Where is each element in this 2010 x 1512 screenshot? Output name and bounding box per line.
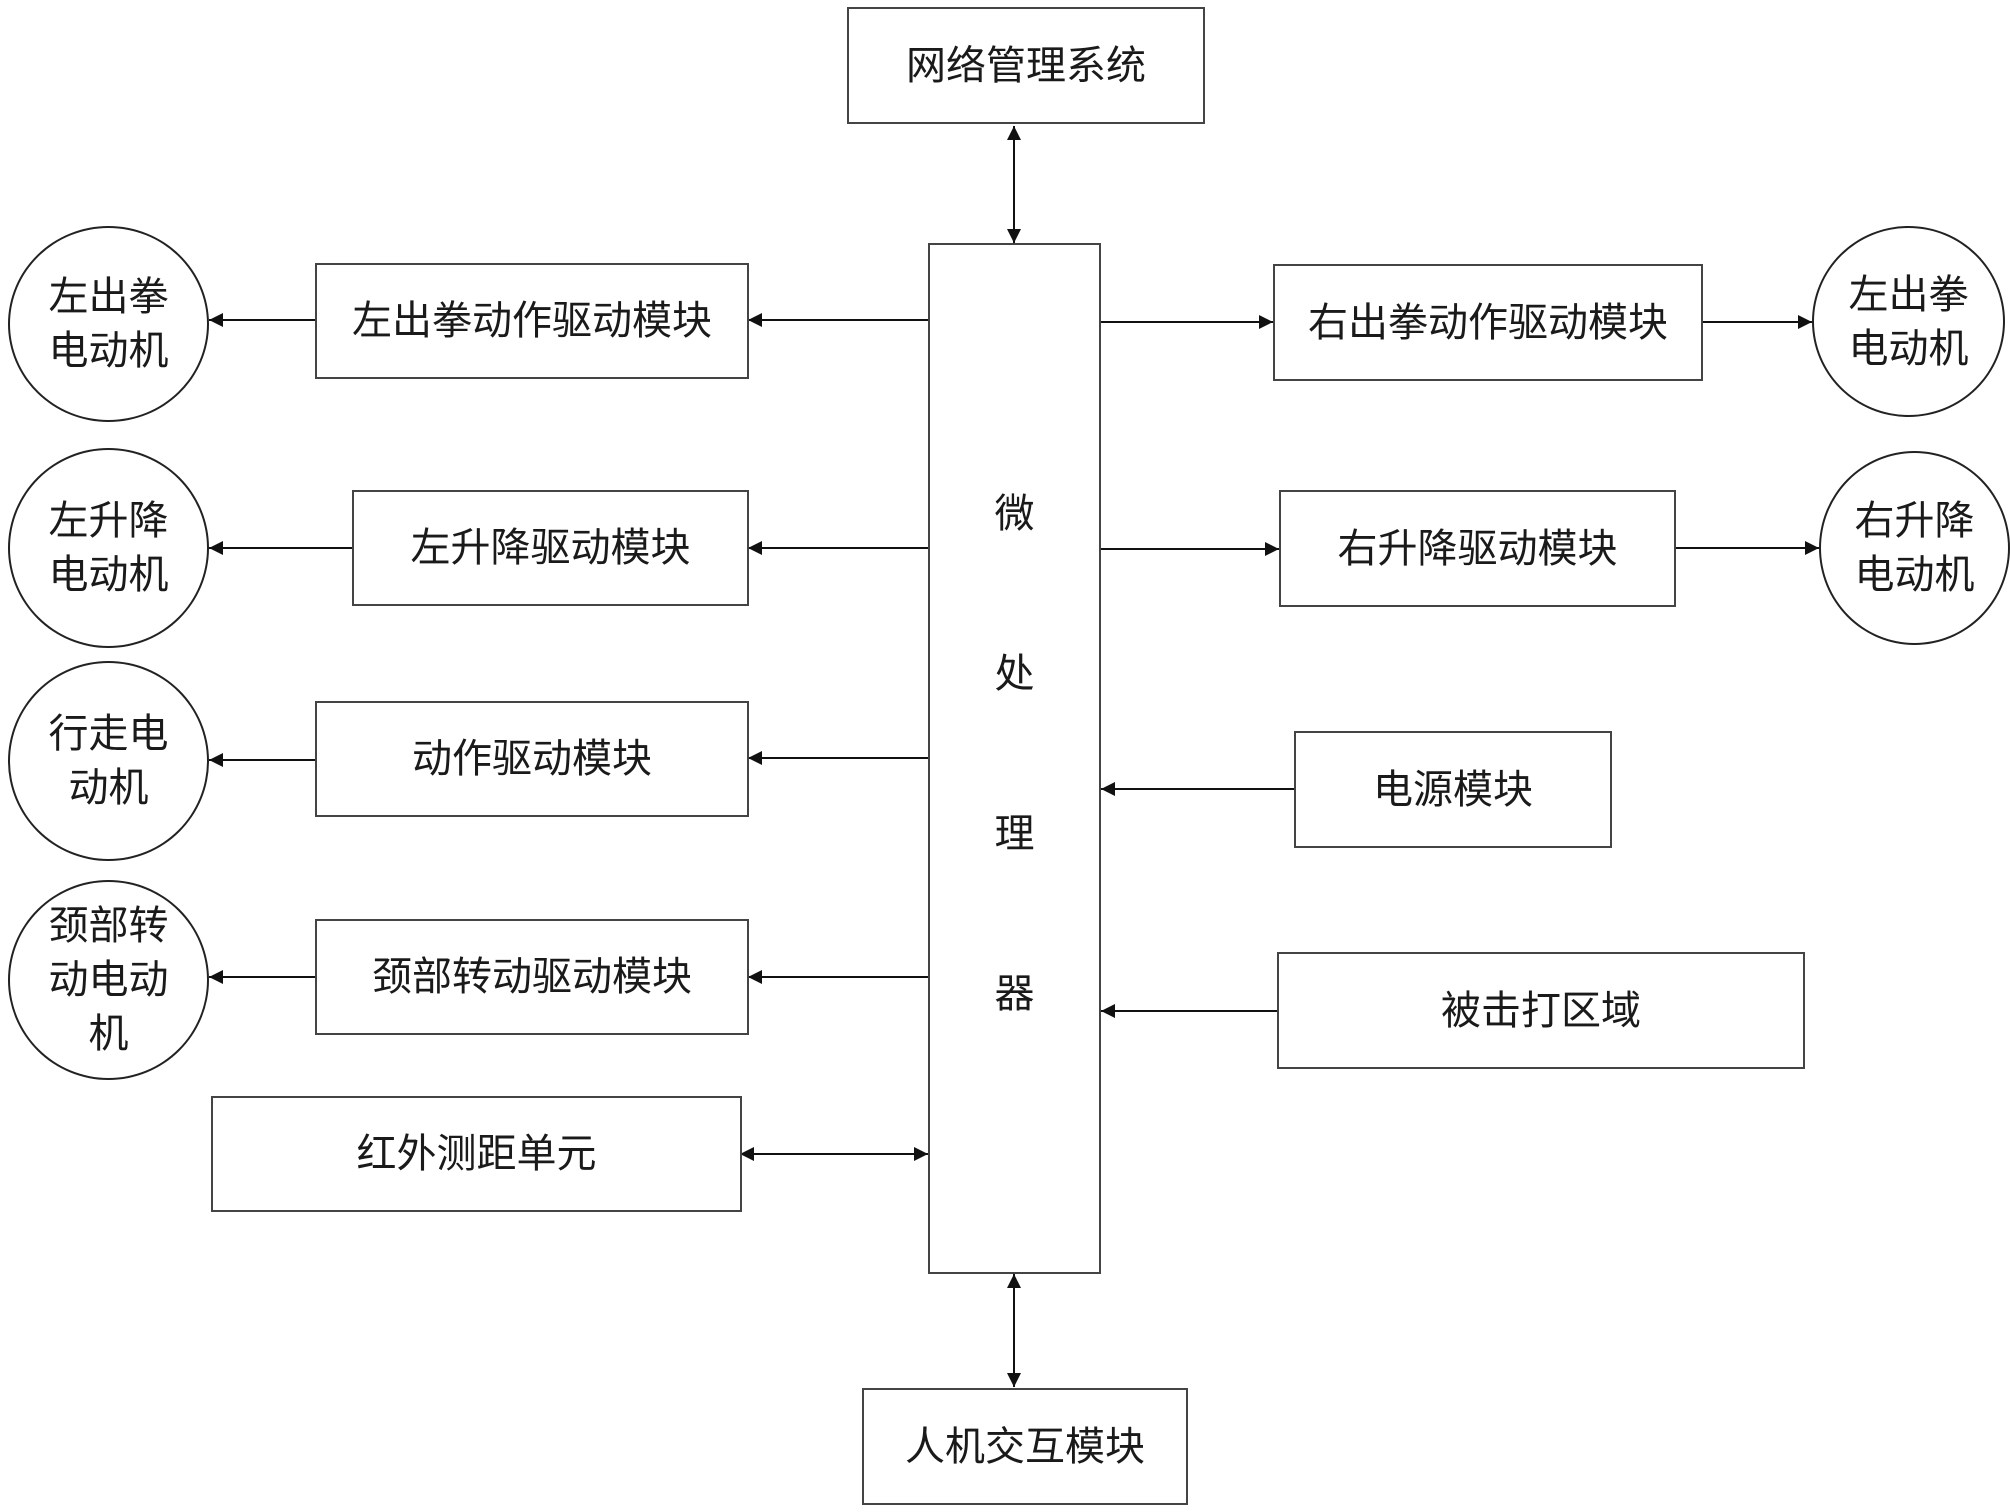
left-punch-driver-module: 左出拳动作驱动模块 bbox=[315, 263, 749, 379]
right-punch-driver-label: 右出拳动作驱动模块 bbox=[1308, 299, 1668, 346]
action-driver-module: 动作驱动模块 bbox=[315, 701, 749, 817]
microprocessor-char: 微 bbox=[994, 491, 1035, 537]
right-lift-driver-module: 右升降驱动模块 bbox=[1279, 490, 1676, 607]
left-lift-driver-label: 左升降驱动模块 bbox=[410, 525, 691, 571]
left-lift-motor-label: 左升降电动机 bbox=[48, 498, 169, 598]
neck-rotation-motor-circle: 颈部转动电动机 bbox=[8, 880, 209, 1080]
left-punch-motor-label: 左出拳电动机 bbox=[48, 274, 169, 374]
neck-rotation-driver-module: 颈部转动驱动模块 bbox=[315, 919, 749, 1035]
neck-rotation-motor-label: 颈部转动电动机 bbox=[48, 903, 169, 1057]
microprocessor-box: 微 处 理 器 bbox=[928, 243, 1101, 1274]
walking-motor-label: 行走电动机 bbox=[48, 711, 169, 811]
right-punch-motor-circle: 左出拳电动机 bbox=[1812, 226, 2005, 417]
neck-rotation-driver-label: 颈部转动驱动模块 bbox=[372, 954, 692, 1000]
right-lift-motor-circle: 右升降电动机 bbox=[1819, 451, 2010, 645]
left-lift-motor-circle: 左升降电动机 bbox=[8, 448, 209, 648]
walking-motor-circle: 行走电动机 bbox=[8, 661, 209, 861]
network-management-system-label: 网络管理系统 bbox=[906, 42, 1146, 89]
infrared-ranging-label: 红外测距单元 bbox=[356, 1131, 597, 1177]
left-punch-motor-circle: 左出拳电动机 bbox=[8, 226, 209, 422]
microprocessor-char: 理 bbox=[994, 811, 1035, 857]
left-punch-driver-label: 左出拳动作驱动模块 bbox=[352, 298, 712, 344]
infrared-ranging-unit: 红外测距单元 bbox=[211, 1096, 742, 1212]
left-lift-driver-module: 左升降驱动模块 bbox=[352, 490, 749, 606]
power-module-label: 电源模块 bbox=[1373, 766, 1533, 813]
human-machine-interaction-label: 人机交互模块 bbox=[905, 1423, 1145, 1470]
microprocessor-char: 器 bbox=[994, 971, 1035, 1017]
hit-area-box: 被击打区域 bbox=[1277, 952, 1805, 1069]
human-machine-interaction-box: 人机交互模块 bbox=[862, 1388, 1188, 1505]
right-lift-motor-label: 右升降电动机 bbox=[1854, 498, 1975, 598]
right-punch-motor-label: 左出拳电动机 bbox=[1848, 271, 1969, 372]
power-module: 电源模块 bbox=[1294, 731, 1612, 848]
microprocessor-char: 处 bbox=[994, 651, 1035, 697]
action-driver-label: 动作驱动模块 bbox=[412, 736, 652, 782]
right-punch-driver-module: 右出拳动作驱动模块 bbox=[1273, 264, 1703, 381]
hit-area-label: 被击打区域 bbox=[1441, 987, 1641, 1034]
right-lift-driver-label: 右升降驱动模块 bbox=[1337, 525, 1618, 572]
network-management-system-box: 网络管理系统 bbox=[847, 7, 1205, 124]
